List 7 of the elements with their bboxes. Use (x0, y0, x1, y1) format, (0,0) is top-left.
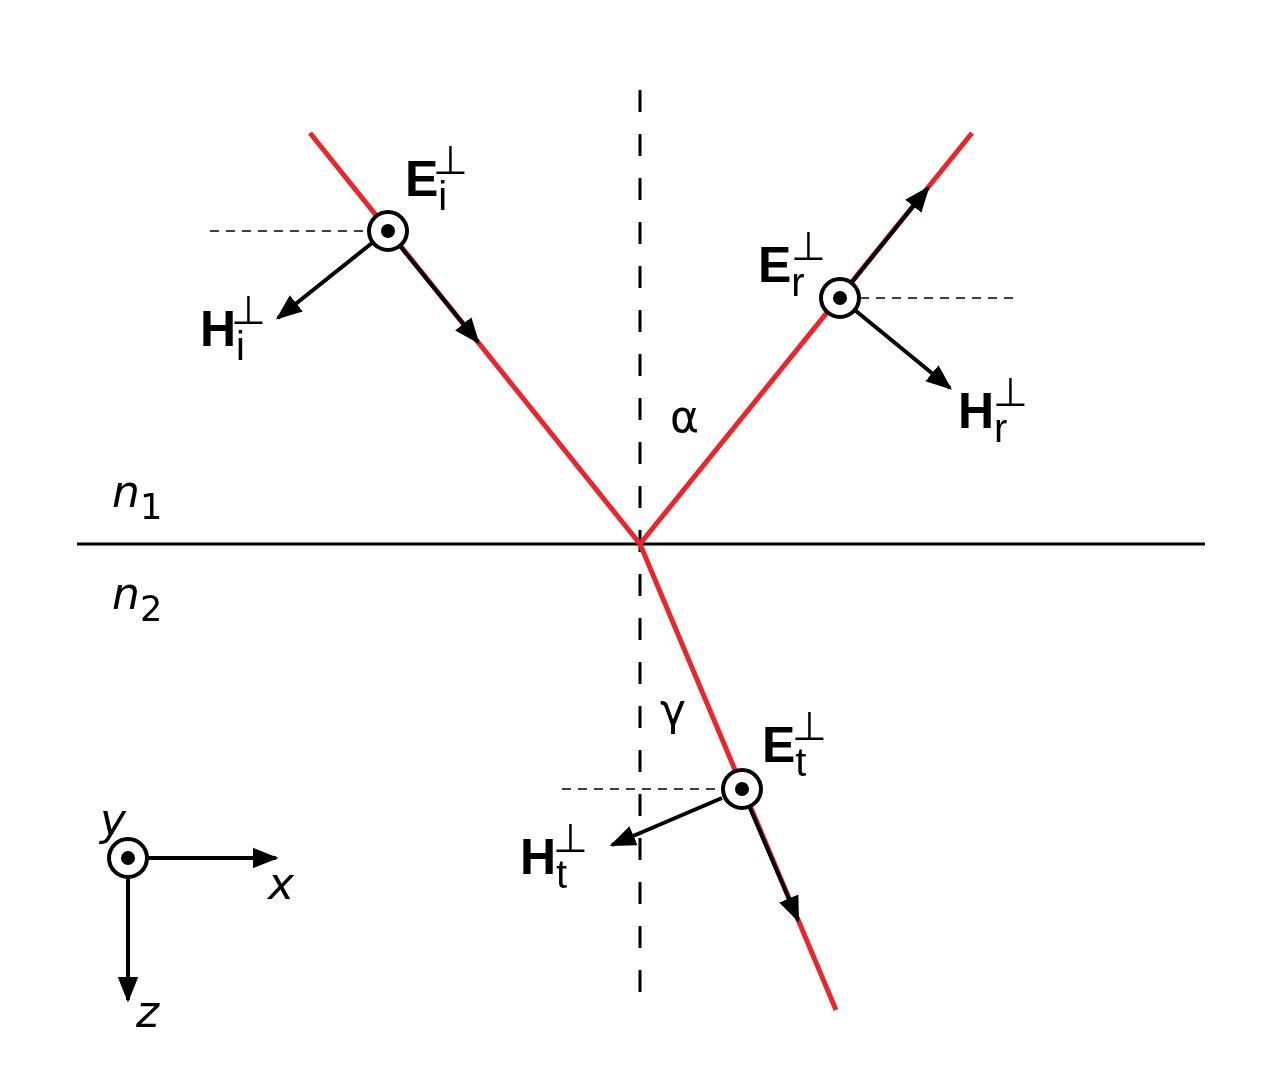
angle-label: α (670, 395, 699, 439)
medium-label: n$_{1}$ (112, 470, 163, 525)
medium-label: n$_{2}$ (112, 572, 163, 627)
angle-label: γ (660, 688, 687, 732)
axis-label: y (100, 798, 127, 842)
axis-label: z (136, 990, 160, 1034)
axis-label: x (268, 862, 295, 906)
